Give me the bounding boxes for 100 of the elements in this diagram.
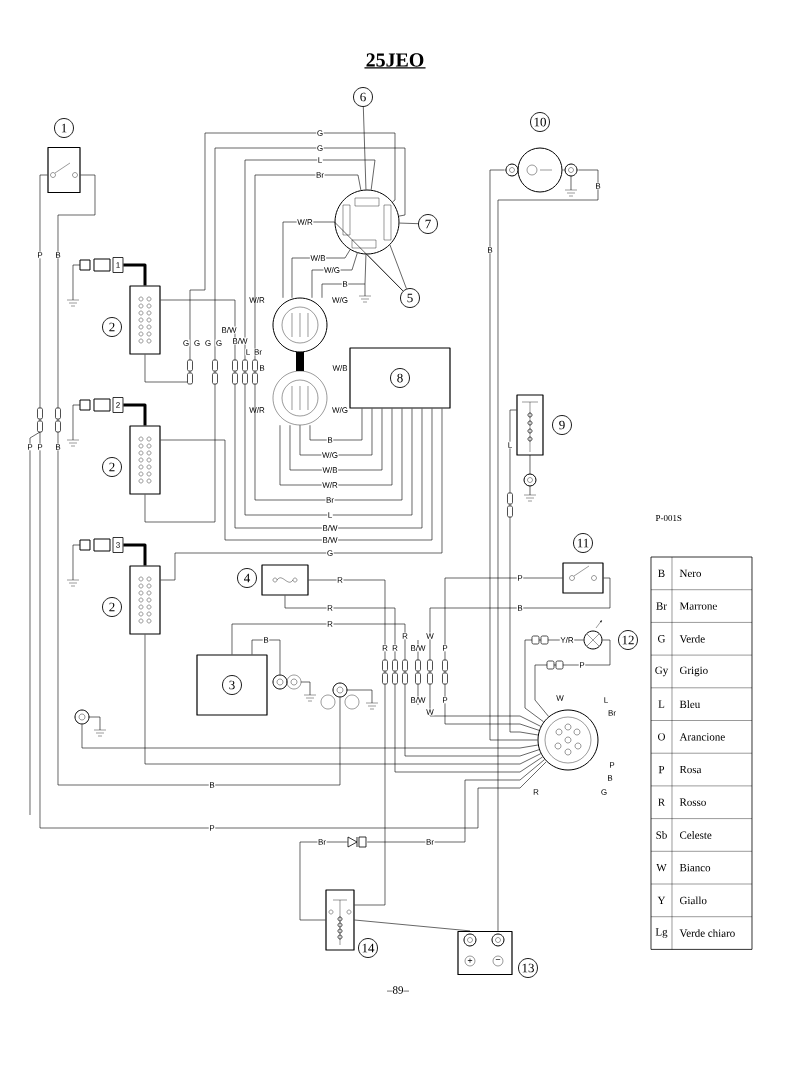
callout-number: 6 — [353, 87, 373, 107]
table-cell: L — [658, 700, 665, 708]
callout-number: 1 — [54, 118, 74, 138]
wire — [366, 759, 545, 843]
table-cell: Arancione — [679, 733, 725, 741]
page-number: –89– — [386, 986, 409, 994]
callout-number: 2 — [102, 317, 122, 337]
table-cell: Grigio — [679, 666, 708, 677]
table-cell: O — [658, 733, 665, 741]
wire — [444, 577, 563, 731]
wire — [534, 639, 611, 717]
table-cell: Nero — [679, 569, 701, 577]
coil-box — [516, 394, 544, 456]
table-cell: Br — [656, 602, 667, 610]
wire — [160, 299, 423, 529]
wire — [289, 408, 383, 471]
wire — [308, 579, 386, 906]
callout-number: 10 — [530, 112, 550, 132]
terminal-cluster — [320, 682, 360, 710]
wire — [57, 174, 341, 786]
wire — [123, 543, 147, 566]
wire — [489, 169, 538, 741]
callout-number: 2 — [102, 597, 122, 617]
wire — [81, 724, 539, 749]
terminal-pair — [272, 674, 302, 690]
ignition-coil — [129, 565, 161, 635]
wire — [160, 408, 443, 581]
wire — [254, 174, 403, 501]
wire — [279, 408, 393, 486]
wire — [251, 639, 281, 675]
table-cell: G — [658, 635, 666, 643]
table-cell: W — [656, 864, 667, 872]
callout-number: 2 — [102, 457, 122, 477]
callout-number: 13 — [518, 958, 538, 978]
lamp-symbol — [583, 620, 603, 650]
wire — [144, 132, 396, 383]
terminal — [74, 709, 90, 725]
wire — [321, 254, 367, 299]
table-cell: Sb — [656, 831, 667, 839]
title: 25JEO — [363, 53, 427, 69]
wire — [309, 408, 363, 441]
battery-box: + − — [457, 930, 513, 976]
wire — [39, 174, 547, 829]
callout-number: 4 — [237, 568, 257, 588]
callout-number: 5 — [400, 288, 420, 308]
table-cell: Bianco — [679, 864, 711, 872]
ignition-coil — [129, 425, 161, 495]
table-cell: Gy — [655, 666, 669, 677]
wire — [284, 595, 543, 773]
wire — [509, 409, 539, 736]
stator-drawing — [334, 189, 400, 255]
switch-box — [47, 146, 81, 194]
table-cell: P — [658, 765, 665, 774]
table-cell: Rosa — [679, 765, 702, 774]
table-cell: Y — [657, 896, 666, 904]
figure-code: P-001S — [655, 515, 682, 522]
wire — [144, 147, 406, 523]
wire — [144, 634, 541, 765]
table-cell: Rosso — [679, 798, 706, 806]
table-cell: Marrone — [679, 602, 717, 610]
table-cell: Verde chiaro — [679, 929, 735, 937]
control-unit-box: 8 — [349, 347, 451, 409]
wire — [244, 159, 413, 516]
wire — [354, 919, 471, 932]
relay-box — [325, 889, 355, 951]
table-cell: Giallo — [679, 896, 707, 905]
table-cell: Bleu — [679, 700, 701, 708]
wire — [497, 169, 599, 932]
leader-line — [366, 254, 404, 292]
wire — [160, 408, 433, 541]
diode-symbol — [346, 836, 367, 848]
callout-number: 14 — [358, 938, 378, 958]
wire — [291, 249, 351, 299]
wire — [123, 263, 147, 286]
wire — [299, 408, 373, 456]
callout-number: 9 — [552, 415, 572, 435]
wire — [429, 577, 611, 727]
leader-line — [363, 106, 367, 190]
fuse-box — [261, 564, 309, 596]
pulser-coil-drawing — [272, 297, 328, 426]
component-box: 3 — [196, 654, 268, 716]
wire — [123, 403, 147, 426]
leader-line — [399, 222, 419, 224]
meter-circle — [504, 147, 579, 193]
table-cell: Lg — [655, 928, 668, 938]
table-cell: Celeste — [679, 831, 712, 839]
ignition-coil — [129, 285, 161, 355]
switch-box — [562, 562, 604, 594]
leader-line — [389, 244, 407, 289]
callout-number: 12 — [618, 630, 638, 650]
table-cell: B — [658, 569, 665, 577]
callout-number: 11 — [573, 533, 593, 553]
wire — [299, 841, 348, 921]
wire — [231, 623, 540, 757]
connector-plug — [537, 709, 599, 771]
callout-number: 7 — [418, 214, 438, 234]
table-cell: Verde — [679, 634, 705, 643]
wire — [282, 221, 335, 299]
table-cell: R — [658, 798, 666, 806]
wire — [524, 639, 584, 723]
